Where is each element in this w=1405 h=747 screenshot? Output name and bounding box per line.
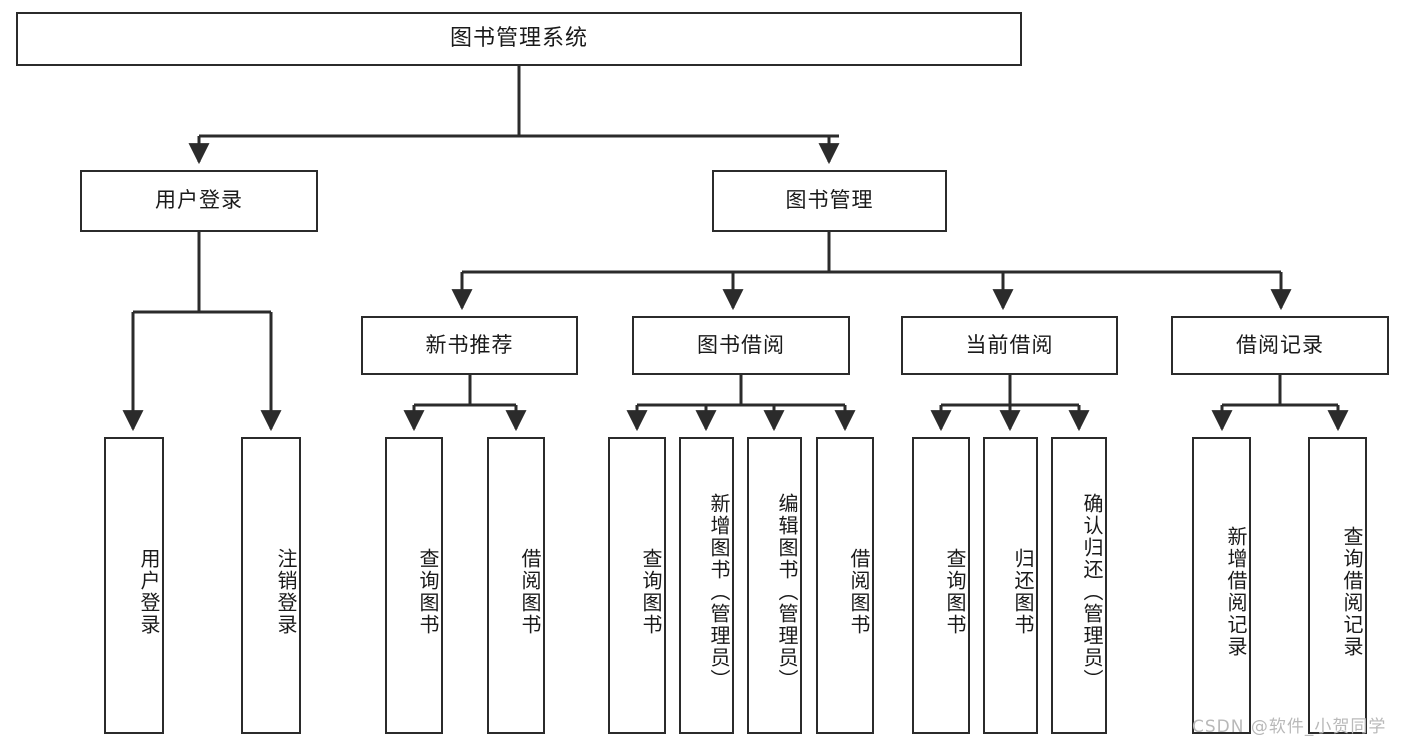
node-book-borrow[interactable]: 图书借阅 — [632, 316, 850, 375]
leaf-current-borrow-query-book[interactable]: 查询图书 — [912, 437, 970, 734]
node-current-borrow[interactable]: 当前借阅 — [901, 316, 1118, 375]
leaf-current-borrow-confirm-return-admin[interactable]: 确认归还（管理员） — [1051, 437, 1107, 734]
leaf-book-borrow-borrow-book[interactable]: 借阅图书 — [816, 437, 874, 734]
leaf-new-book-query-book[interactable]: 查询图书 — [385, 437, 443, 734]
node-root-book-management-system[interactable]: 图书管理系统 — [16, 12, 1022, 66]
leaf-book-borrow-add-book-admin[interactable]: 新增图书（管理员） — [679, 437, 734, 734]
leaf-user-login-logout[interactable]: 注销登录 — [241, 437, 301, 734]
leaf-current-borrow-return-book[interactable]: 归还图书 — [983, 437, 1038, 734]
leaf-book-borrow-query-book[interactable]: 查询图书 — [608, 437, 666, 734]
leaf-book-borrow-edit-book-admin[interactable]: 编辑图书（管理员） — [747, 437, 802, 734]
leaf-borrow-record-query-record[interactable]: 查询借阅记录 — [1308, 437, 1367, 734]
node-new-book-recommend[interactable]: 新书推荐 — [361, 316, 578, 375]
node-user-login[interactable]: 用户登录 — [80, 170, 318, 232]
node-book-management[interactable]: 图书管理 — [712, 170, 947, 232]
leaf-new-book-borrow-book[interactable]: 借阅图书 — [487, 437, 545, 734]
leaf-user-login-login[interactable]: 用户登录 — [104, 437, 164, 734]
leaf-borrow-record-add-record[interactable]: 新增借阅记录 — [1192, 437, 1251, 734]
csdn-watermark: CSDN @软件_小贺同学 — [1192, 717, 1387, 737]
node-borrow-record[interactable]: 借阅记录 — [1171, 316, 1389, 375]
